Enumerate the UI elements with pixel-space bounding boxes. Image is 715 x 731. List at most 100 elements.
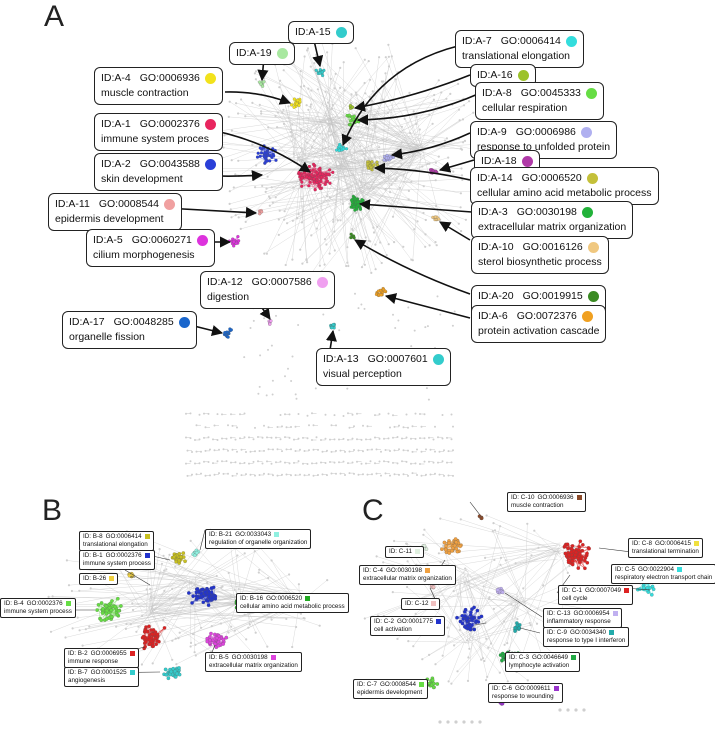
background-node (452, 590, 455, 593)
cluster-b-4-node (95, 608, 99, 612)
component-node (275, 436, 277, 439)
edge (292, 195, 360, 222)
cluster-id: ID:A-13 (323, 353, 359, 365)
cluster-c-1-node (566, 558, 571, 563)
edge (523, 597, 544, 660)
component-node (582, 708, 586, 712)
background-node (397, 319, 400, 322)
component-node (257, 436, 259, 438)
component-node (374, 436, 376, 439)
annotation-line (519, 627, 541, 634)
component-node (297, 437, 300, 440)
go-term-name: cell activation (374, 626, 412, 633)
cluster-c-1-node (587, 546, 591, 551)
go-term-id: GO:0001525 (90, 669, 127, 676)
edge (329, 194, 357, 198)
edge (375, 125, 422, 152)
edge (403, 546, 466, 644)
background-node (396, 637, 399, 641)
edge (228, 116, 327, 126)
background-node (300, 128, 303, 131)
background-node (443, 145, 446, 148)
cluster-b-1-node (206, 599, 210, 603)
background-node (309, 103, 313, 106)
component-node (393, 473, 396, 476)
component-node (369, 438, 372, 441)
component-node (329, 438, 331, 441)
background-node (258, 103, 261, 106)
background-node (277, 233, 280, 236)
component-node (384, 472, 387, 475)
cluster-a-2-node (259, 151, 264, 155)
background-node (492, 522, 495, 525)
component-node (344, 450, 346, 453)
background-node (247, 626, 250, 629)
background-node (267, 195, 271, 198)
edge (291, 136, 332, 164)
background-node (291, 645, 294, 649)
background-node (281, 111, 284, 114)
background-node (407, 189, 410, 192)
component-node (270, 436, 273, 439)
go-term-name: immune response (68, 658, 119, 665)
background-node (282, 69, 285, 72)
background-node (439, 313, 442, 316)
cluster-id: ID:A-3 (478, 206, 508, 218)
component-node (441, 437, 444, 440)
background-node (292, 186, 295, 189)
background-node (251, 143, 254, 146)
label-heading: ID:A-18 (481, 155, 533, 167)
background-node (348, 141, 351, 144)
background-node (393, 241, 396, 244)
background-node (407, 198, 410, 201)
background-node (493, 558, 496, 562)
component-node (290, 448, 292, 451)
cluster-c-2-node (465, 618, 469, 623)
edge (325, 122, 402, 143)
background-node (297, 213, 300, 216)
annotation-arrow (390, 132, 471, 160)
background-node (291, 219, 294, 222)
edge (150, 554, 170, 613)
edge (317, 61, 363, 188)
edge (471, 565, 570, 645)
component-node (371, 448, 373, 451)
cluster-id: ID: C-1 (562, 587, 582, 594)
cluster-a-14-node (370, 160, 374, 164)
edge (358, 187, 485, 193)
edge (316, 54, 381, 167)
component-node (374, 414, 376, 417)
background-node (533, 529, 536, 532)
component-node (462, 720, 466, 724)
background-node (271, 201, 274, 204)
edge (442, 579, 463, 656)
component-node (191, 473, 193, 476)
go-term-name: muscle contraction (511, 502, 564, 509)
cluster-a-4-node (290, 103, 294, 107)
cluster-a-5-node (234, 241, 238, 245)
cluster-a-2-node (258, 154, 262, 158)
cluster-a-18-node (429, 168, 433, 172)
cluster-a-9-node (389, 156, 393, 160)
component-node (425, 448, 427, 451)
component-node (312, 474, 315, 477)
background-node (424, 326, 427, 329)
edge (240, 195, 359, 230)
go-term-id: GO:0002376 (26, 600, 63, 607)
background-node (514, 562, 517, 565)
background-node (486, 675, 489, 679)
component-node (195, 424, 198, 427)
component-node (360, 438, 363, 441)
edge (412, 150, 422, 261)
cluster-a-6-node (376, 289, 381, 293)
background-node (263, 317, 266, 320)
cluster-id: ID:A-15 (295, 26, 331, 38)
edge (413, 111, 422, 150)
edge (488, 599, 518, 648)
